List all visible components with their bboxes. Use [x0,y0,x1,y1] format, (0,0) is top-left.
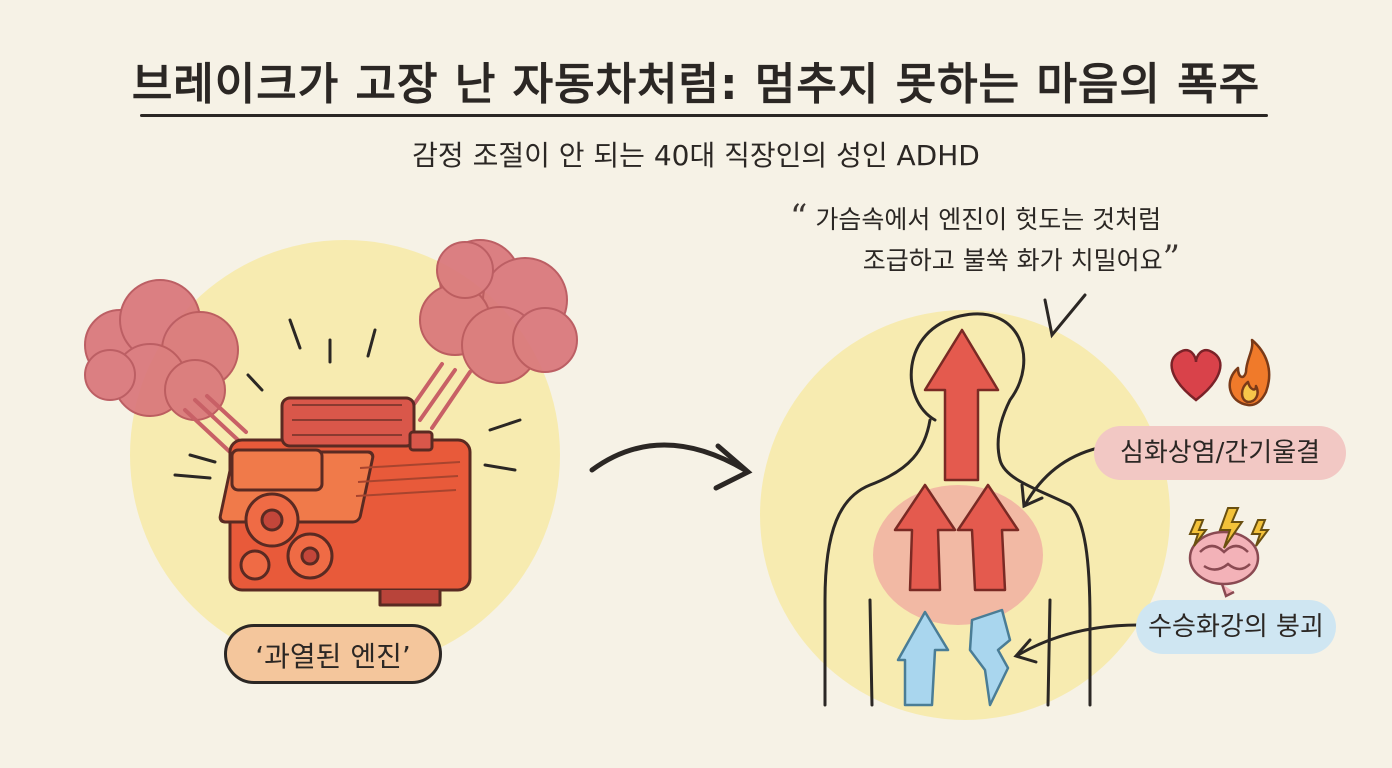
quote-line-2-text: 조급하고 불쑥 화가 치밀어요 [862,246,1163,275]
quote-open-mark: “ [790,197,808,237]
quote-line-1-text: 가슴속에서 엔진이 헛도는 것처럼 [815,205,1162,234]
patient-quote: “ 가슴속에서 엔진이 헛도는 것처럼 조급하고 불쑥 화가 치밀어요” [790,198,1210,280]
pointer-arrow-heart [1020,446,1100,509]
quote-close-mark: ” [1162,238,1180,278]
body-outline [823,312,1092,707]
brain-icon [1188,530,1260,598]
burst-lines [173,318,522,480]
quote-line-1: “ 가슴속에서 엔진이 헛도는 것처럼 [790,198,1210,239]
rising-fire-arrows [893,328,1020,592]
pointer-arrow-water [1013,623,1140,664]
engine-label: ‘과열된 엔진’ [224,624,442,684]
chest-heat [873,485,1043,625]
smoke-trail-left [183,394,248,454]
heart-fire-label: 심화상염/간기울결 [1094,426,1346,480]
cooling-water-arrows [896,608,1012,707]
speech-bubble-tail [1043,293,1087,339]
fire-icon [1228,338,1271,407]
smoke-cloud-right [419,239,578,384]
smoke-trail-right [408,362,472,430]
page-subtitle: 감정 조절이 안 되는 40대 직장인의 성인 ADHD [412,139,980,172]
smoke-cloud-left [84,279,239,421]
quote-line-2: 조급하고 불쑥 화가 치밀어요” [790,239,1210,280]
transition-arrow [589,442,753,491]
heart-icon [1170,348,1222,402]
lightning-icon [1188,507,1270,549]
title-underline [140,114,1268,117]
page-title: 브레이크가 고장 난 자동차처럼: 멈추지 못하는 마음의 폭주 [131,59,1261,110]
water-fire-label: 수승화강의 붕괴 [1136,600,1336,654]
overheated-engine-icon [218,396,472,607]
